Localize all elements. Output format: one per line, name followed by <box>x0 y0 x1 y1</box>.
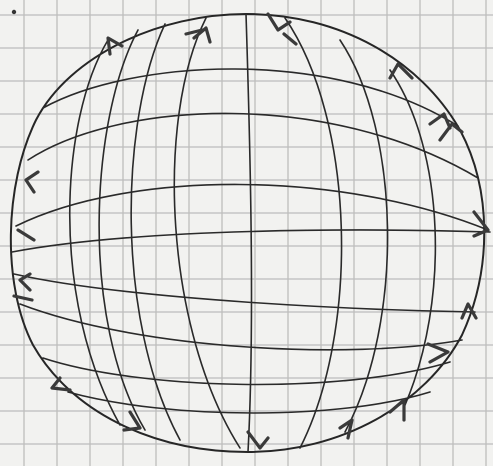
longitude-line <box>246 14 252 452</box>
arrow-marker <box>430 114 450 128</box>
arrow-marker <box>428 344 448 362</box>
arrow-marker <box>390 400 404 420</box>
arrow-marker <box>18 230 34 240</box>
arrow-marker <box>284 34 296 44</box>
arrow-marker <box>26 172 38 192</box>
latitude-line <box>28 113 478 178</box>
latitude-line <box>16 184 488 230</box>
pen-dot <box>12 10 16 14</box>
latitude-line <box>43 358 450 384</box>
latitude-line <box>14 274 475 312</box>
longitude-line <box>99 30 145 430</box>
arrow-marker <box>248 432 268 448</box>
arrow-marker <box>52 378 70 390</box>
longitude-line <box>390 70 435 405</box>
longitude-line <box>340 40 388 432</box>
